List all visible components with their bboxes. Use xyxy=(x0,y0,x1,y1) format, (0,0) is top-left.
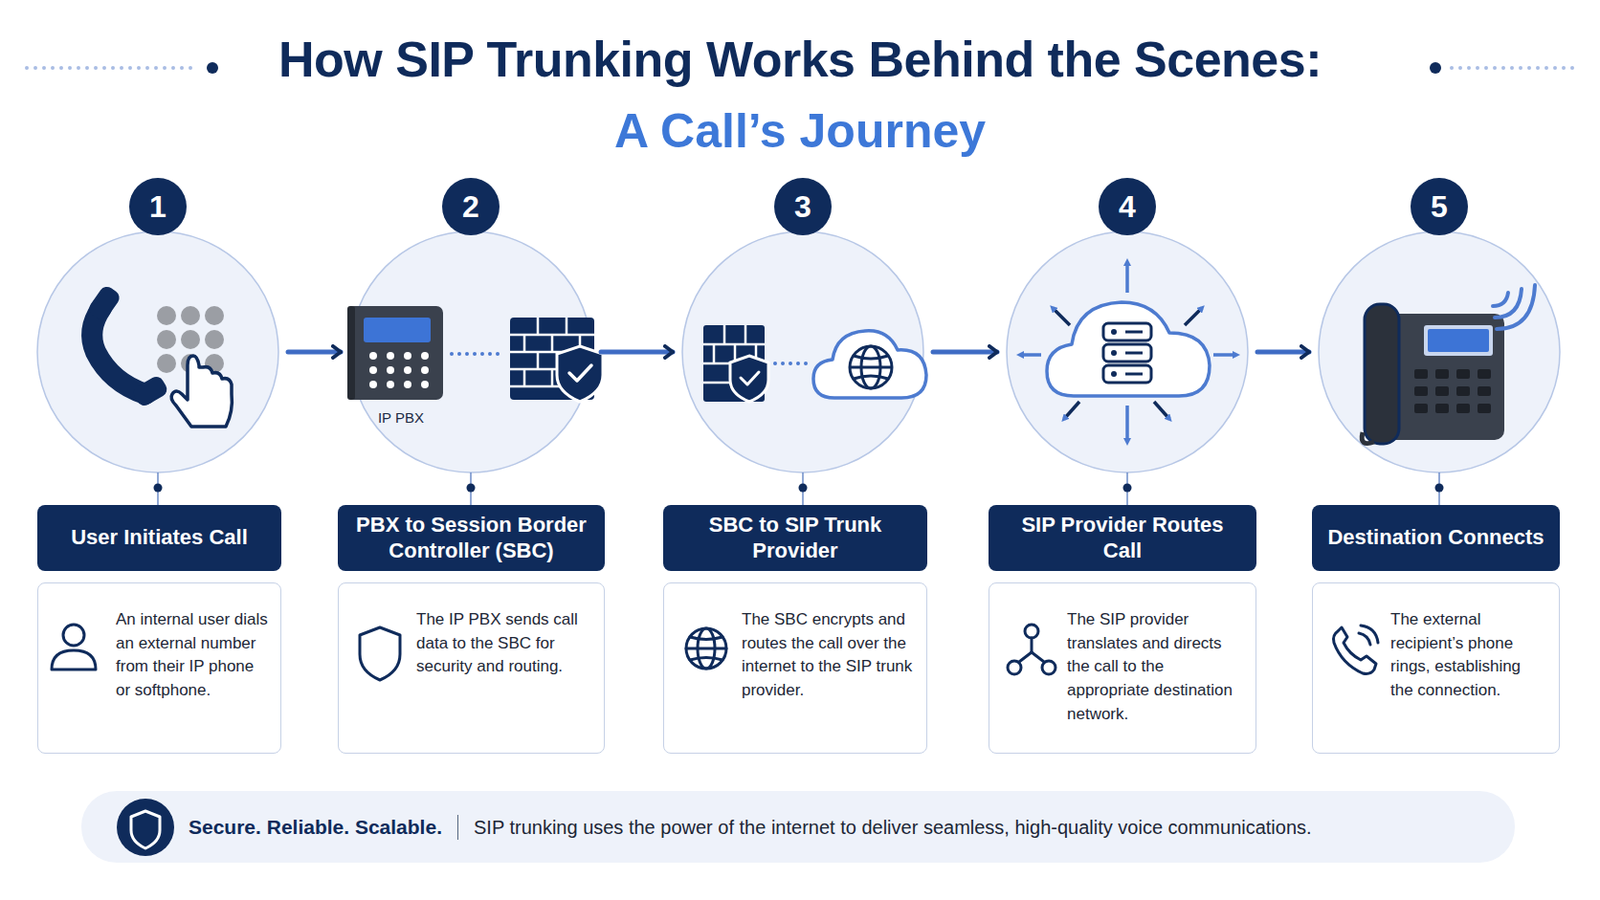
step-description: The SBC encrypts and routes the call ove… xyxy=(663,582,928,755)
step-description: The external recipient’s phone rings, es… xyxy=(1311,582,1560,755)
connector xyxy=(1123,472,1133,506)
heading-text: SBC to SIP Trunk Provider xyxy=(674,512,916,565)
connector xyxy=(154,472,163,506)
ip-pbx-firewall-icon xyxy=(347,306,603,402)
heading-text: PBX to Session Border Controller (SBC) xyxy=(349,512,594,565)
step-circle: 4 xyxy=(1006,231,1248,473)
desk-phone-icon xyxy=(1361,285,1535,445)
connector xyxy=(1435,472,1445,506)
connector xyxy=(288,352,341,354)
connector xyxy=(1257,352,1310,354)
description-text: The SIP provider translates and directs … xyxy=(1066,608,1245,727)
step-description: The SIP provider translates and directs … xyxy=(988,582,1257,755)
firewall-cloud-icon xyxy=(703,325,927,402)
step-heading: User Initiates Call xyxy=(37,505,282,572)
heading-text: User Initiates Call xyxy=(70,525,248,552)
connector xyxy=(466,472,476,506)
description-text: The external recipient’s phone rings, es… xyxy=(1390,608,1548,704)
connector xyxy=(799,472,808,506)
callout-number: 3 xyxy=(774,177,832,236)
callout-number: 4 xyxy=(1098,177,1156,236)
callout-number: 5 xyxy=(1410,177,1468,236)
subtitle: A Call’s Journey xyxy=(0,103,1600,159)
step-heading: Destination Connects xyxy=(1311,505,1560,572)
step-circle: 1 xyxy=(37,231,279,473)
step-heading: PBX to Session Border Controller (SBC) xyxy=(337,505,605,572)
step-circle: 2IP PBX xyxy=(350,231,592,473)
footer-text: SIP trunking uses the power of the inter… xyxy=(457,815,1312,841)
footer-band: Secure. Reliable. Scalable. SIP trunking … xyxy=(81,791,1515,864)
step-circle: 5 xyxy=(1318,231,1560,473)
step-circle: 3 xyxy=(682,231,924,473)
callout-number: 2 xyxy=(442,177,500,236)
title: How SIP Trunking Works Behind the Scenes… xyxy=(0,30,1600,89)
provider-cloud-icon xyxy=(1020,262,1237,443)
description-text: An internal user dials an external numbe… xyxy=(115,608,269,704)
step-description: The IP PBX sends call data to the SBC fo… xyxy=(337,582,605,755)
heading-text: Destination Connects xyxy=(1327,525,1544,552)
step-circles xyxy=(37,231,1560,473)
description-text: The SBC encrypts and routes the call ove… xyxy=(741,608,915,704)
phone-keypad-icon xyxy=(86,284,232,427)
step-description: An internal user dials an external numbe… xyxy=(37,582,282,755)
device-label: IP PBX xyxy=(357,409,445,426)
tagline: Secure. Reliable. Scalable. xyxy=(188,816,443,840)
callout-number: 1 xyxy=(129,177,187,236)
step-heading: SIP Provider Routes Call xyxy=(988,505,1257,572)
heading-text: SIP Provider Routes Call xyxy=(1000,512,1245,565)
bottom-band xyxy=(81,791,1515,864)
connector xyxy=(600,352,673,354)
connector xyxy=(933,352,998,354)
step-heading: SBC to SIP Trunk Provider xyxy=(663,505,928,572)
description-text: The IP PBX sends call data to the SBC fo… xyxy=(416,608,593,680)
